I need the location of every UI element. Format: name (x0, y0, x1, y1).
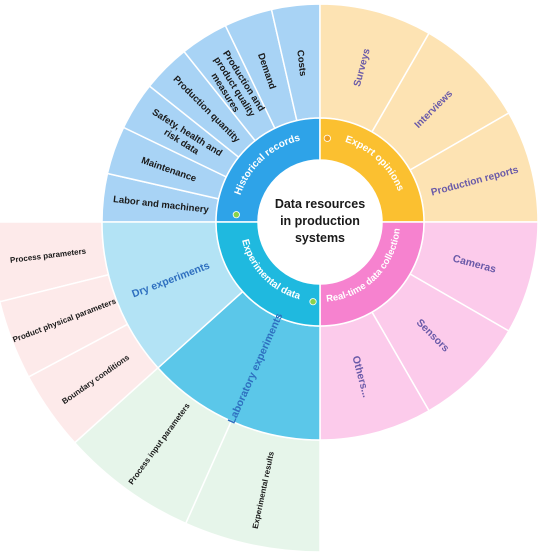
ring-marker-expert-icon (323, 134, 331, 142)
subcategory-ring (0, 221, 321, 553)
center-line-3: systems (295, 231, 345, 245)
center-line-1: Data resources (275, 197, 365, 211)
ring-marker-experimental-icon (309, 298, 317, 306)
center-circle (258, 160, 382, 284)
center-line-2: in production (280, 214, 360, 228)
label-costs: Costs (294, 49, 308, 76)
ring-marker-historical-icon (232, 211, 240, 219)
